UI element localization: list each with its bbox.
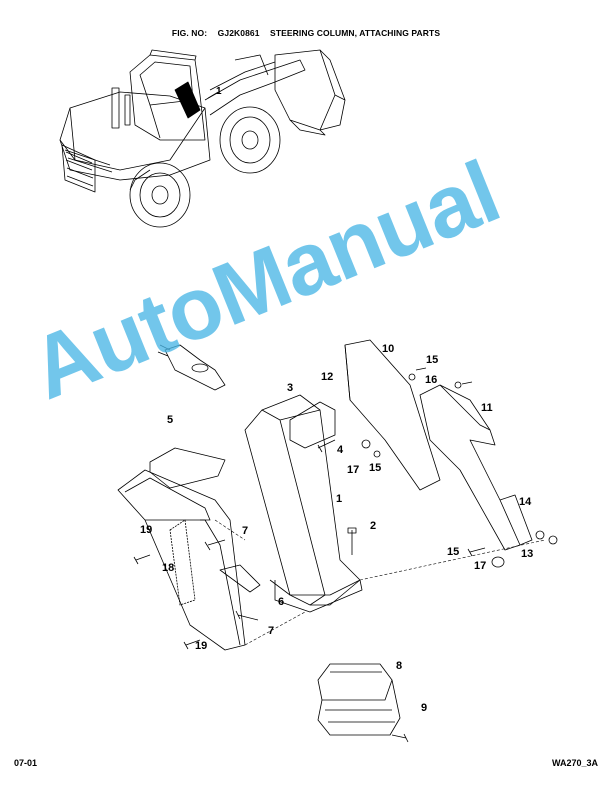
callout-19b: 19 [195,640,208,652]
callout-10: 10 [382,343,395,355]
callout-18: 18 [162,562,175,574]
overview-callout: 1 [216,86,222,97]
callout-4: 4 [337,444,344,456]
callout-17a: 17 [347,464,360,476]
part-10-panel [344,339,441,491]
part-11-panel [419,384,521,551]
fig-number: GJ2K0861 [217,28,260,38]
fig-title: STEERING COLUMN, ATTACHING PARTS [270,28,441,38]
fig-label: FIG. NO: [171,28,208,38]
callout-6: 6 [278,596,285,608]
callout-17b: 17 [474,560,487,572]
callout-15a: 15 [426,354,439,366]
part-5-plate [149,447,226,489]
callout-3: 3 [287,382,294,394]
page-number: 07-01 [14,758,38,768]
callout-2: 2 [370,520,377,532]
callout-19a: 19 [140,524,153,536]
bolts-and-washers [133,367,558,650]
callout-15c: 15 [447,546,460,558]
part-12-bracket [289,401,336,449]
model-code: WA270_3A [551,758,598,768]
callout-5: 5 [167,414,174,426]
callout-15b: 15 [369,462,382,474]
callout-7a: 7 [242,525,249,537]
callout-8: 8 [396,660,403,672]
figure-title: FIG. NO: GJ2K0861 STEERING COLUMN, ATTAC… [0,28,612,38]
callout-9: 9 [421,702,428,714]
callout-13: 13 [521,548,534,560]
callout-14: 14 [519,496,532,508]
callout-11: 11 [481,402,493,414]
callout-7b: 7 [268,625,275,637]
part-8-boot [317,663,393,701]
callout-16: 16 [425,374,438,386]
part-3-frame [244,409,326,606]
callout-1: 1 [336,493,343,505]
callout-12: 12 [321,371,334,383]
